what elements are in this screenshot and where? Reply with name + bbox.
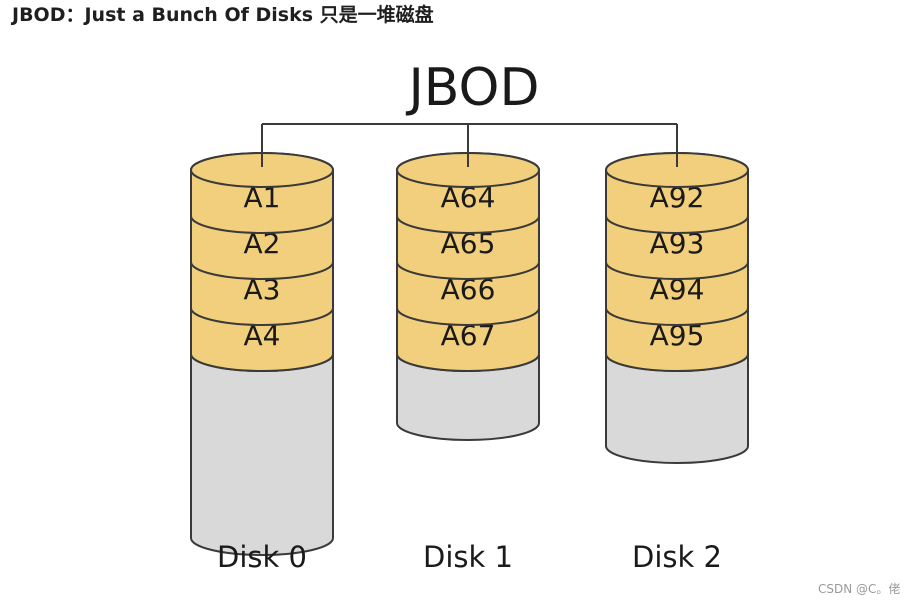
disk-label: Disk 0 (217, 540, 307, 574)
watermark: CSDN @C。佬 (818, 582, 901, 596)
disk-label: Disk 2 (632, 540, 722, 574)
disk-label: Disk 1 (423, 540, 513, 574)
connector-lines (261, 123, 678, 167)
free-space (190, 353, 334, 556)
disk-labels: Disk 0 Disk 1 Disk 2 (217, 540, 722, 574)
page-heading: JBOD：Just a Bunch Of Disks 只是一堆磁盘 (12, 4, 434, 26)
diagram-title: JBOD (405, 58, 539, 118)
